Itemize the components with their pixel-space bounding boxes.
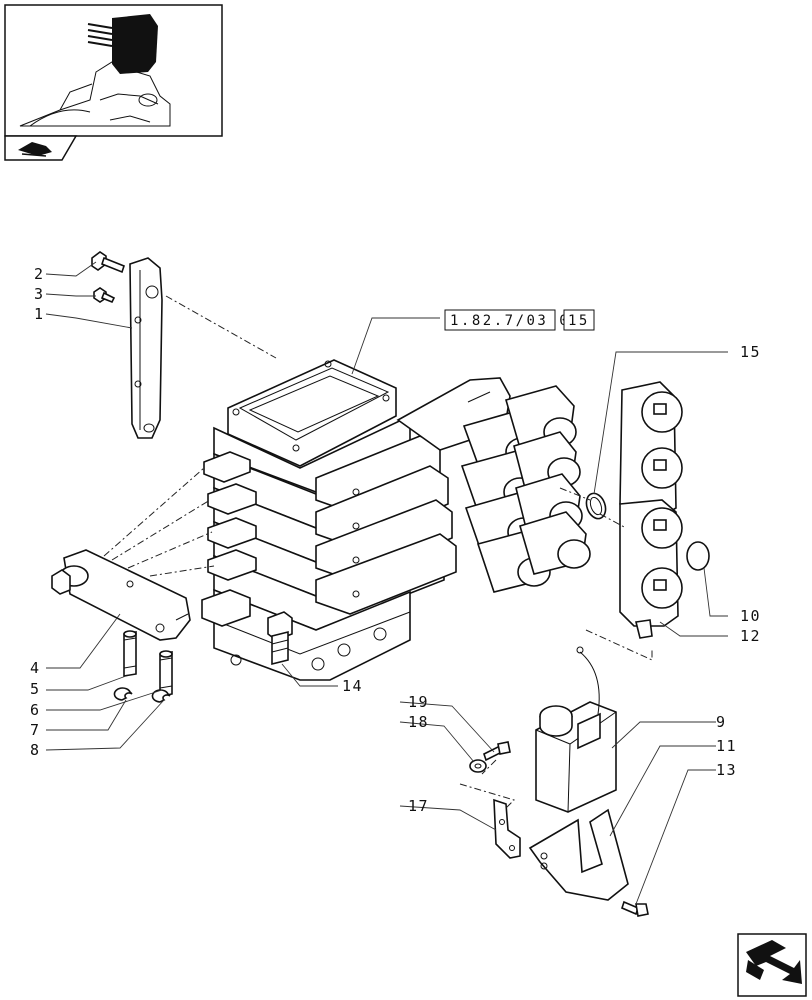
part-13-bolt bbox=[621, 900, 649, 917]
callout-3: 3 bbox=[34, 285, 45, 303]
callout-11: 11 bbox=[716, 737, 737, 755]
callout-1: 1 bbox=[34, 305, 45, 323]
reference-label[interactable]: 1.82.7/03 02 15 bbox=[444, 309, 595, 331]
part-11-bracket bbox=[528, 808, 629, 901]
part-9-reservoir bbox=[535, 646, 617, 813]
leader-lines bbox=[45, 261, 728, 905]
callout-5: 5 bbox=[30, 680, 41, 698]
callout-6: 6 bbox=[30, 701, 41, 719]
callout-19: 19 bbox=[408, 693, 429, 711]
callout-12: 12 bbox=[740, 627, 761, 645]
callout-7: 7 bbox=[30, 721, 41, 739]
overview-thumbnail bbox=[4, 4, 223, 137]
assembly-lines bbox=[103, 295, 653, 809]
part-19-bolt bbox=[483, 741, 511, 762]
part-1-bracket bbox=[129, 257, 163, 439]
callout-8: 8 bbox=[30, 741, 41, 759]
part-18-washer bbox=[469, 759, 487, 773]
part-17-o-ring bbox=[585, 492, 607, 520]
coupler-plate-assembly bbox=[619, 381, 683, 639]
part-15-bracket bbox=[493, 798, 521, 859]
part-4-lever-bracket bbox=[51, 549, 191, 641]
part-5-pin bbox=[123, 630, 137, 677]
highlighted-valve-block bbox=[87, 14, 158, 74]
callout-9: 9 bbox=[716, 713, 727, 731]
book-icon bbox=[4, 135, 78, 161]
part-10-cap bbox=[686, 541, 710, 571]
callout-10: 10 bbox=[740, 607, 761, 625]
callout-18: 18 bbox=[408, 713, 429, 731]
callout-2: 2 bbox=[34, 265, 45, 283]
reference-page: 15 bbox=[568, 313, 590, 329]
part-3-screw bbox=[93, 287, 116, 304]
callout-numbers: 2 3 1 4 5 6 7 8 15 10 12 14 9 11 13 19 1… bbox=[30, 265, 761, 815]
part-6-pin bbox=[159, 650, 173, 697]
reference-code: 1.82.7/03 02 bbox=[450, 313, 581, 329]
part-2-screw bbox=[91, 251, 125, 274]
callout-13: 13 bbox=[716, 761, 737, 779]
part-7-circlip bbox=[113, 687, 133, 701]
part-14-bolt bbox=[267, 611, 293, 666]
next-page-arrow-icon[interactable] bbox=[737, 933, 807, 997]
coupler-group bbox=[460, 385, 591, 593]
callout-15: 17 bbox=[408, 797, 429, 815]
callout-4: 4 bbox=[30, 659, 41, 677]
callout-17: 15 bbox=[740, 343, 761, 361]
control-valve-block bbox=[201, 359, 591, 681]
callout-14: 14 bbox=[342, 677, 363, 695]
